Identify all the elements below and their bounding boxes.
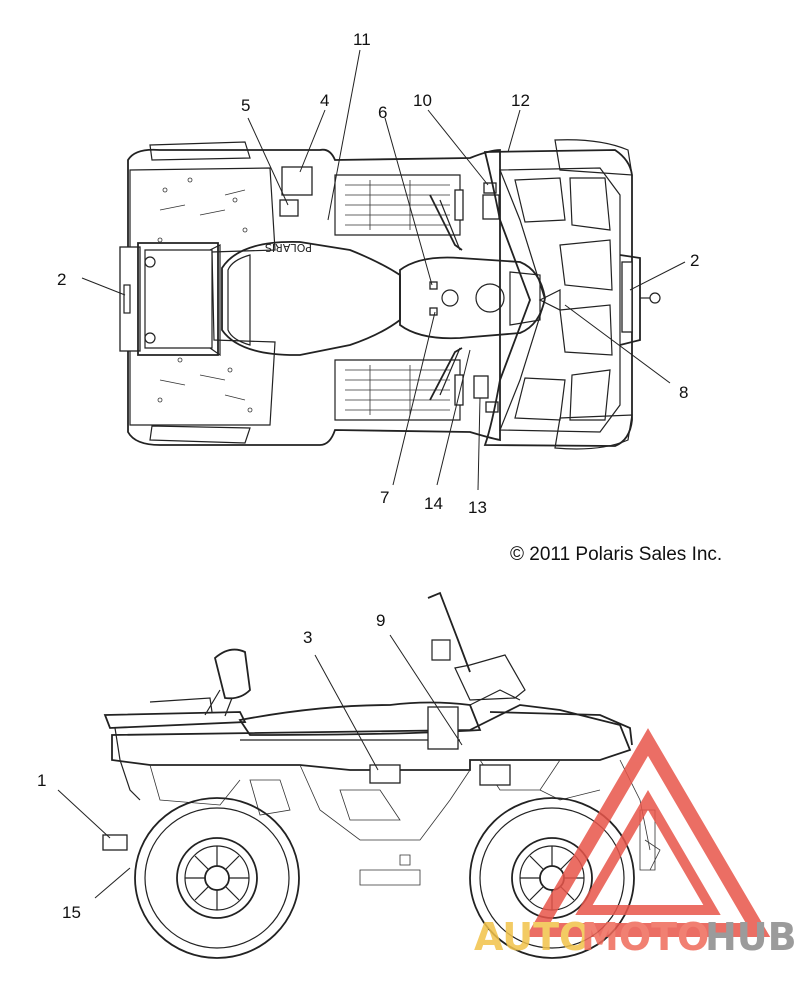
callout-6: 6 (378, 103, 387, 122)
callout-5: 5 (241, 96, 250, 115)
callout-numbers: 11 5 4 6 10 12 2 2 8 7 14 13 © 2011 Pola… (37, 30, 722, 922)
callout-9: 9 (376, 611, 385, 630)
callout-10: 10 (413, 91, 432, 110)
top-view-atv: POLARIS (119, 139, 661, 450)
fender-lettering-top: POLARIS (265, 241, 312, 254)
top-view-leaders (81, 49, 686, 491)
watermark-hub: HUB (705, 915, 797, 959)
callout-2-right: 2 (690, 251, 699, 270)
watermark-auto: AUTO (474, 915, 591, 959)
copyright-notice: © 2011 Polaris Sales Inc. (510, 544, 722, 565)
side-view-leaders (57, 634, 463, 899)
watermark-logo: AUTO MOTO HUB (474, 728, 797, 959)
side-view-atv (102, 591, 661, 959)
callout-11: 11 (353, 30, 371, 49)
callout-14: 14 (424, 494, 443, 513)
callout-7: 7 (380, 488, 389, 507)
callout-4: 4 (320, 91, 329, 110)
callout-2-left: 2 (57, 270, 66, 289)
rear-wheel (134, 797, 300, 959)
callout-8: 8 (679, 383, 688, 402)
callout-12: 12 (511, 91, 530, 110)
callout-3: 3 (303, 628, 312, 647)
watermark-moto: MOTO (581, 915, 709, 959)
callout-1: 1 (37, 771, 46, 790)
callout-13: 13 (468, 498, 487, 517)
warning-triangle-icon (525, 728, 771, 937)
callout-15: 15 (62, 903, 81, 922)
